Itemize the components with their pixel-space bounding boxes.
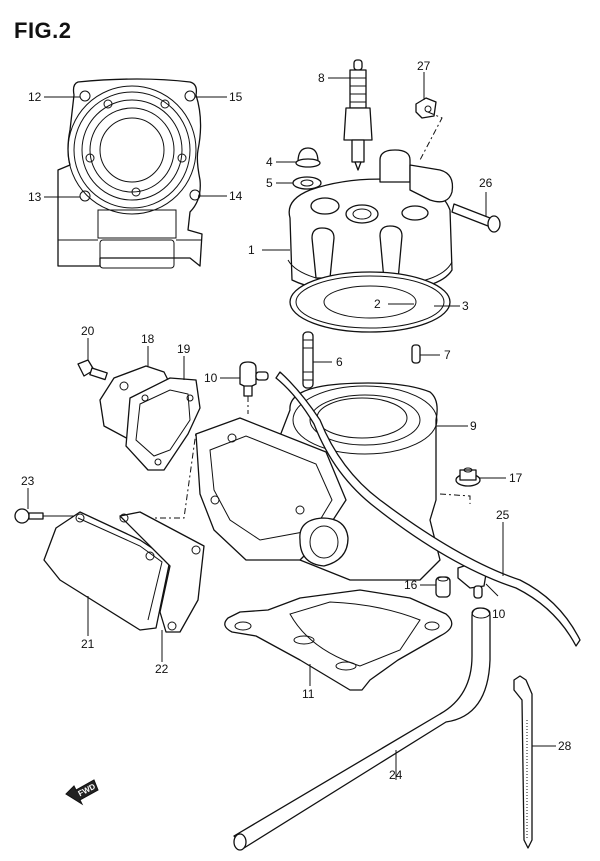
callout-1: 1 bbox=[248, 243, 255, 257]
callout-6: 6 bbox=[336, 355, 343, 369]
callout-19: 19 bbox=[177, 342, 191, 356]
callout-11: 11 bbox=[302, 687, 315, 701]
dowel-pin bbox=[411, 344, 440, 364]
callout-17: 17 bbox=[509, 471, 523, 485]
callout-12: 12 bbox=[28, 90, 42, 104]
callout-13: 13 bbox=[28, 190, 42, 204]
callout-5: 5 bbox=[266, 176, 273, 190]
callout-9: 9 bbox=[470, 419, 477, 433]
figure-title: FIG.2 bbox=[14, 18, 72, 43]
base-gasket bbox=[224, 589, 453, 691]
head-gaskets bbox=[289, 271, 460, 333]
screw-23 bbox=[14, 431, 197, 524]
callout-22: 22 bbox=[155, 662, 169, 676]
flange-nut bbox=[439, 467, 506, 504]
bolt-20 bbox=[77, 338, 108, 381]
callout-26: 26 bbox=[479, 176, 493, 190]
callout-10-lower: 10 bbox=[492, 607, 506, 621]
hose bbox=[233, 607, 491, 851]
collar bbox=[420, 576, 451, 598]
callout-14: 14 bbox=[229, 189, 243, 203]
head-bolt bbox=[451, 192, 501, 233]
fwd-arrow-icon: FWD bbox=[65, 779, 99, 806]
stud bbox=[302, 331, 332, 389]
callout-3: 3 bbox=[462, 299, 469, 313]
callout-28: 28 bbox=[558, 739, 572, 753]
washer bbox=[276, 176, 322, 190]
callout-27: 27 bbox=[417, 59, 431, 73]
callout-8: 8 bbox=[318, 71, 325, 85]
exhaust-cover-gasket bbox=[125, 356, 201, 471]
reed-cover bbox=[43, 511, 171, 636]
callout-24: 24 bbox=[389, 768, 403, 782]
callout-10-upper: 10 bbox=[204, 371, 218, 385]
callout-2: 2 bbox=[374, 297, 381, 311]
cylinder-top-view bbox=[44, 78, 227, 269]
callout-25: 25 bbox=[496, 508, 510, 522]
callout-7: 7 bbox=[444, 348, 451, 362]
callout-23: 23 bbox=[21, 474, 35, 488]
cap-nut bbox=[276, 147, 321, 168]
reed-cover-gasket bbox=[119, 511, 205, 662]
cylinder-head bbox=[262, 149, 454, 293]
reed-block bbox=[195, 417, 349, 567]
cable-tie bbox=[513, 675, 556, 849]
callout-20: 20 bbox=[81, 324, 95, 338]
hose-long bbox=[275, 371, 581, 647]
callout-labels: 1 2 3 4 5 6 7 8 9 10 10 11 12 13 14 15 1… bbox=[21, 59, 572, 782]
nut-27 bbox=[415, 72, 443, 161]
callout-16: 16 bbox=[404, 578, 418, 592]
callout-4: 4 bbox=[266, 155, 273, 169]
callout-18: 18 bbox=[141, 332, 155, 346]
elbow-fitting-upper bbox=[220, 361, 269, 414]
spark-plug bbox=[328, 59, 373, 171]
callout-15: 15 bbox=[229, 90, 243, 104]
callout-21: 21 bbox=[81, 637, 95, 651]
